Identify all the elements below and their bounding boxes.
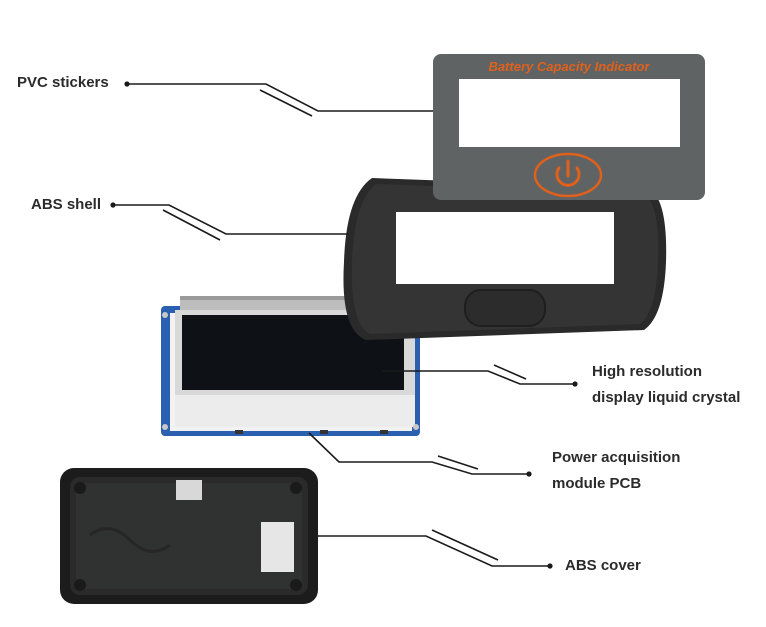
abs-cover-part: [60, 468, 318, 604]
label-lcd-line1: High resolution: [592, 363, 702, 380]
label-lcd: High resolution display liquid crystal: [592, 359, 740, 411]
pvc-sticker-part: Battery Capacity Indicator: [433, 54, 705, 200]
leader-abs-cover: [318, 529, 553, 569]
leader-lcd: [382, 364, 578, 387]
leader-pcb: [308, 432, 532, 477]
label-pcb: Power acquisition module PCB: [552, 445, 680, 497]
leader-lines: [110, 81, 578, 569]
sticker-title: Battery Capacity Indicator: [488, 59, 650, 74]
label-abs-shell: ABS shell: [31, 192, 101, 218]
leader-abs-shell: [110, 202, 348, 241]
label-lcd-line2: display liquid crystal: [592, 389, 741, 406]
label-pvc-stickers: PVC stickers: [17, 70, 109, 96]
abs-shell-part: [343, 178, 667, 340]
label-abs-cover-text: ABS cover: [565, 557, 641, 574]
label-abs-shell-text: ABS shell: [31, 196, 102, 213]
label-pcb-line1: Power acquisition: [552, 449, 681, 466]
label-pcb-line2: module PCB: [552, 475, 642, 492]
pcb-contacts: [162, 312, 419, 434]
leader-pvc-stickers: [124, 81, 433, 117]
label-pvc-stickers-text: PVC stickers: [17, 74, 109, 91]
label-abs-cover: ABS cover: [565, 553, 641, 579]
power-icon: [533, 152, 603, 198]
